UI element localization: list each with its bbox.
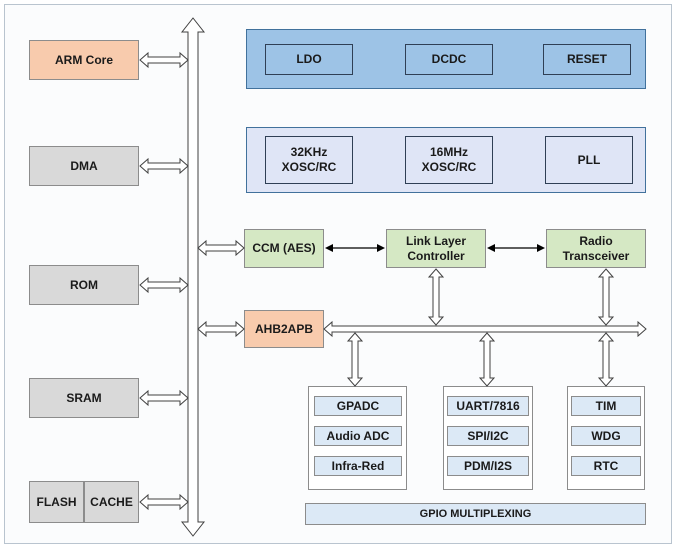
infra-red-block: Infra-Red [314,456,402,476]
flash-block: FLASH [29,481,84,523]
osc-32khz-block: 32KHz XOSC/RC [265,136,353,184]
link-layer-line2: Controller [407,248,465,263]
ccm-aes-label: CCM (AES) [252,241,316,255]
gpio-multiplexing-label: GPIO MULTIPLEXING [419,507,532,520]
arm-core-block: ARM Core [29,40,139,80]
audio-adc-label: Audio ADC [326,428,390,443]
rtc-block: RTC [571,456,641,476]
spi-i2c-block: SPI/I2C [447,426,529,446]
arm-core-label: ARM Core [54,52,113,67]
apb-serial-arrow [478,332,496,387]
spi-i2c-label: SPI/I2C [467,428,509,443]
radio-apb-arrow [597,268,615,326]
apb-adc-arrow [346,332,364,387]
ahb2apb-bus-arrow [197,320,245,338]
ahb2apb-block: AHB2APB [244,310,324,348]
arm-core-bus-arrow [139,51,189,69]
rom-bus-arrow [139,276,189,294]
gpio-multiplexing-bar: GPIO MULTIPLEXING [305,503,646,525]
sram-bus-arrow [139,389,189,407]
tim-block: TIM [571,396,641,416]
cache-block: CACHE [84,481,139,523]
dcdc-block: DCDC [405,44,493,75]
rom-block: ROM [29,265,139,305]
reset-block: RESET [543,44,631,75]
rom-label: ROM [70,277,98,292]
uart-block: UART/7816 [447,396,529,416]
ldo-label: LDO [296,52,322,66]
osc-16mhz-line1: 16MHz [429,145,468,159]
ldo-block: LDO [265,44,353,75]
sram-block: SRAM [29,378,139,418]
sram-label: SRAM [66,390,102,405]
pdm-i2s-block: PDM/I2S [447,456,529,476]
uart-label: UART/7816 [456,398,520,413]
radio-transceiver-block: Radio Transceiver [546,229,646,268]
radio-line2: Transceiver [562,248,630,263]
dma-label: DMA [70,158,98,173]
link-radio-arrowhead-left [487,244,495,252]
ahb2apb-label: AHB2APB [254,321,313,336]
osc-16mhz-line2: XOSC/RC [421,160,477,174]
pdm-i2s-label: PDM/I2S [463,458,512,473]
radio-line1: Radio [579,233,613,248]
osc-16mhz-block: 16MHz XOSC/RC [405,136,493,184]
osc-32khz-line1: 32KHz [290,145,328,159]
dcdc-label: DCDC [431,52,467,66]
osc-32khz-line2: XOSC/RC [281,160,337,174]
ahb-bus-arrow [180,17,206,537]
link-layer-block: Link Layer Controller [386,229,486,268]
rtc-label: RTC [593,458,619,473]
pll-label: PLL [577,152,601,167]
infra-red-label: Infra-Red [331,458,385,473]
link-radio-arrowhead-right [537,244,545,252]
ccm-bus-arrow [197,239,245,257]
reset-label: RESET [566,52,607,66]
ccm-aes-block: CCM (AES) [244,229,324,268]
ccm-link-arrowhead-right [377,244,385,252]
audio-adc-block: Audio ADC [314,426,402,446]
dma-block: DMA [29,146,139,186]
gpadc-label: GPADC [336,398,380,413]
flash-label: FLASH [36,494,77,509]
apb-timer-arrow [597,332,615,387]
link-apb-arrow [427,268,445,326]
dma-bus-arrow [139,157,189,175]
cache-label: CACHE [90,494,133,509]
gpadc-block: GPADC [314,396,402,416]
wdg-label: WDG [591,428,621,443]
tim-label: TIM [595,398,617,413]
ccm-link-arrowhead-left [325,244,333,252]
wdg-block: WDG [571,426,641,446]
pll-block: PLL [545,136,633,184]
flash-bus-arrow [139,493,189,511]
apb-bus-arrow [323,320,647,338]
link-layer-line1: Link Layer [405,233,467,248]
